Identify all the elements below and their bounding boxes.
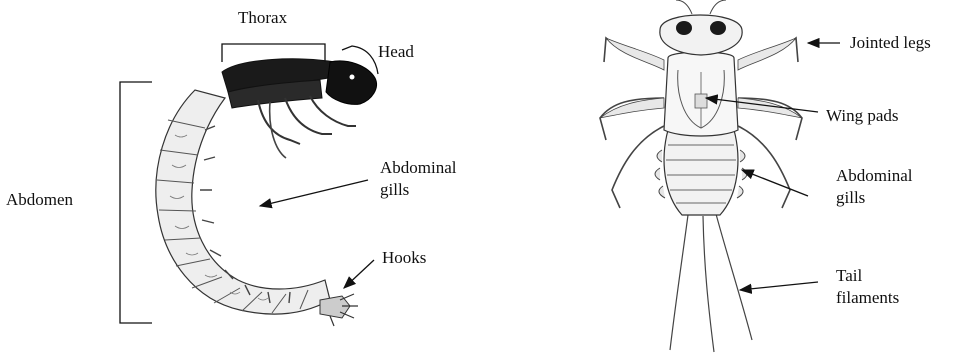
abdomen-bracket (120, 82, 152, 323)
wing-pads-label: Wing pads (826, 106, 899, 126)
head-label: Head (378, 42, 414, 62)
hooks-label: Hooks (382, 248, 426, 268)
hooks-arrow (344, 260, 374, 288)
abdomen-label: Abdomen (6, 190, 73, 210)
abdominal-gills-label-left-line2: gills (380, 180, 409, 200)
abdominal-gills-label-right-line2: gills (836, 188, 865, 208)
abdominal-gills-arrow-right (742, 170, 808, 196)
abdominal-gills-arrow-left (260, 180, 368, 206)
jointed-legs-label: Jointed legs (850, 33, 931, 53)
caddisfly-larva-illustration (156, 59, 377, 326)
mayfly-nymph-illustration (600, 0, 802, 352)
abdominal-gills-label-right-line1: Abdominal (836, 166, 913, 186)
thorax-label: Thorax (238, 8, 287, 28)
tail-filaments-label-line2: filaments (836, 288, 899, 308)
tail-filaments-arrow (740, 282, 818, 290)
abdominal-gills-label-left-line1: Abdominal (380, 158, 457, 178)
tail-filaments-label-line1: Tail (836, 266, 862, 286)
